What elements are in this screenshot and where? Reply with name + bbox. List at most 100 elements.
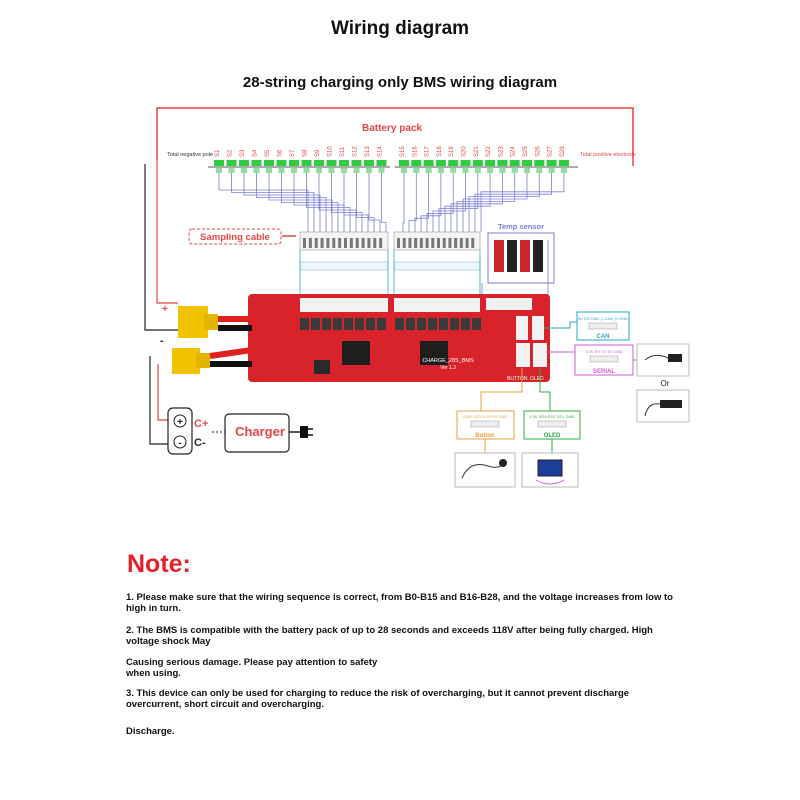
cell-label: S1 xyxy=(215,149,221,157)
sampling-wire xyxy=(368,173,381,232)
cell-terminal xyxy=(399,160,409,168)
battery-pack-label: Battery pack xyxy=(362,123,422,134)
cell-lug xyxy=(278,168,285,173)
can-port xyxy=(516,316,528,340)
cell-sampling-wires xyxy=(208,166,578,232)
sampling-wire xyxy=(402,173,405,232)
charger-label: Charger xyxy=(235,424,285,439)
wiring-diagram: Battery pack Total negative pole Total p… xyxy=(144,107,690,488)
sampling-wire xyxy=(331,173,363,232)
total-negative-label: Total negative pole xyxy=(167,152,213,158)
sampling-header xyxy=(393,261,481,271)
charger-minus-label: C- xyxy=(194,437,206,449)
battery-plus-sign: + xyxy=(162,304,168,315)
sampling-cable-label: Sampling cable xyxy=(200,232,270,243)
sampling-wire xyxy=(381,173,387,232)
cell-lug xyxy=(487,168,494,173)
board-name: CHARGE_28S_BMS xyxy=(422,358,474,364)
sampling-wire xyxy=(318,173,357,232)
cell-label: S19 xyxy=(449,146,455,157)
cell-label: S17 xyxy=(425,146,431,157)
sampling-wire xyxy=(438,173,479,232)
sampling-wire xyxy=(480,173,565,232)
cell-terminal xyxy=(326,160,337,168)
serial-pins: 3.3V RX TX 5V GND xyxy=(585,349,622,354)
note-item-1: 1. Please make sure that the wiring sequ… xyxy=(126,592,673,614)
cell-label: S3 xyxy=(240,149,246,157)
sampling-wire xyxy=(243,173,321,232)
sampling-wire xyxy=(218,173,309,232)
cell-terminal xyxy=(497,160,508,168)
cell-label: S27 xyxy=(548,146,554,157)
cell-lug xyxy=(328,168,335,173)
total-positive-label: Total positive electrode xyxy=(580,152,636,158)
cell-label: S4 xyxy=(253,149,259,157)
cell-lug xyxy=(241,168,247,173)
cell-label: S20 xyxy=(462,146,468,157)
serial-port xyxy=(532,316,544,340)
sampling-wire xyxy=(456,173,516,232)
xt-connector-charger xyxy=(172,348,200,374)
cell-lug xyxy=(474,168,481,173)
cell-lug xyxy=(303,168,310,173)
serial-label: SERIAL xyxy=(593,369,615,375)
or-label: Or xyxy=(661,379,670,388)
cell-label: S25 xyxy=(523,146,529,157)
cell-terminal xyxy=(460,160,471,168)
cell-lug xyxy=(462,168,469,173)
cell-lug xyxy=(413,168,420,173)
board-version: Ver 1.3 xyxy=(440,365,456,371)
cell-label: S12 xyxy=(353,146,359,157)
cell-label: S9 xyxy=(315,149,321,157)
oled-pins: 3.3V SDA RST SCL GND xyxy=(529,414,574,419)
note-item-5: Discharge. xyxy=(126,726,175,737)
temp-sensor-plugs xyxy=(494,240,543,272)
sampling-wire xyxy=(432,173,466,232)
board-button-text: BUTTON xyxy=(507,376,528,382)
cell-terminal xyxy=(289,160,299,168)
cell-lug xyxy=(450,168,457,173)
sampling-wire xyxy=(306,173,351,232)
temp-sensor-label: Temp sensor xyxy=(498,222,544,231)
page-title: Wiring diagram xyxy=(330,18,470,39)
cell-lug xyxy=(316,168,322,173)
cell-label: S14 xyxy=(378,146,384,157)
cell-lug xyxy=(228,168,235,173)
mcu-chip-2 xyxy=(420,341,448,365)
board-oled-text: OLED xyxy=(530,376,544,382)
plug-icon xyxy=(300,426,308,438)
can-pins: 5V RX CAN_L CAN_H GND xyxy=(578,316,628,321)
board-connector-2 xyxy=(394,298,480,312)
cell-lug xyxy=(378,168,385,173)
can-label: CAN xyxy=(597,334,610,340)
temp-sensor-plug xyxy=(507,240,517,272)
cell-label: S28 xyxy=(560,146,566,157)
cell-lug xyxy=(266,168,272,173)
sampling-wire xyxy=(356,173,375,232)
sampling-wire xyxy=(474,173,552,232)
cell-terminal xyxy=(226,160,237,168)
cell-lug xyxy=(560,168,567,173)
charger-plus-sign: + xyxy=(177,417,183,428)
cell-lug xyxy=(216,168,222,173)
note-item-2: 2. The BMS is compatible with the batter… xyxy=(126,625,653,647)
cell-label: S10 xyxy=(328,146,334,157)
cell-label: S22 xyxy=(486,146,492,157)
sampling-wire xyxy=(414,173,429,232)
cell-terminal xyxy=(339,160,349,168)
temp-sensor-plug xyxy=(520,240,530,272)
cell-terminal xyxy=(364,160,374,168)
cell-terminal xyxy=(485,160,496,168)
temp-sensor-plug xyxy=(494,240,504,272)
cell-terminal xyxy=(448,160,459,168)
cell-terminal xyxy=(239,160,249,168)
oled-box-label: OLED xyxy=(544,433,561,439)
cell-lug xyxy=(366,168,372,173)
button-port xyxy=(516,343,530,367)
board-mosfets xyxy=(300,318,481,330)
cell-label: S24 xyxy=(511,146,517,157)
cell-terminal xyxy=(423,160,434,168)
cell-terminal xyxy=(472,160,483,168)
sampling-wire xyxy=(426,173,454,232)
